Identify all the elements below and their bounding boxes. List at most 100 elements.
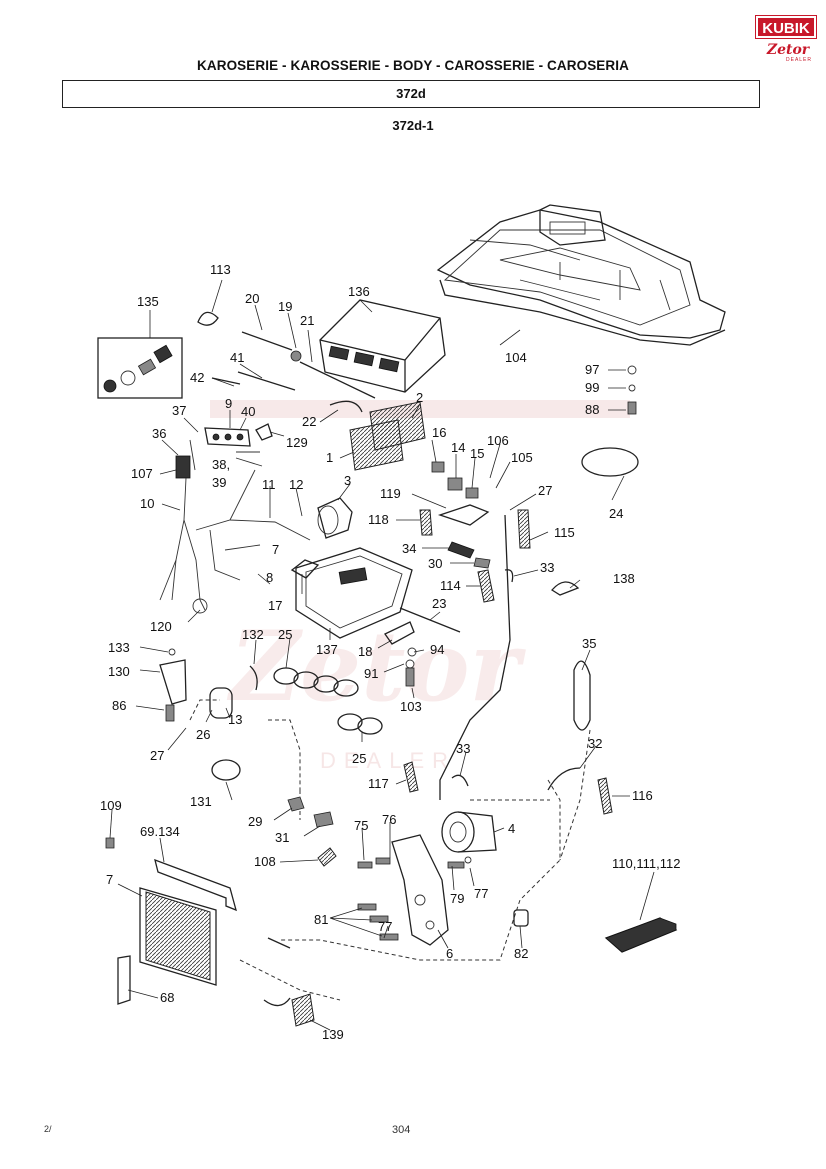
page-number: 304 <box>392 1124 411 1136</box>
callout-7b: 7 <box>106 872 113 887</box>
callout-81: 81 <box>314 912 328 927</box>
callout-130: 130 <box>108 664 130 679</box>
dealer-watermark: Zetor DEALER <box>210 400 630 773</box>
callout-8: 8 <box>266 570 273 585</box>
part-9-control-panel <box>204 427 251 447</box>
part-7-condenser <box>139 887 217 986</box>
logo-brand: KUBIK <box>756 16 816 38</box>
callout-129: 129 <box>286 435 308 450</box>
callout-26: 26 <box>196 727 210 742</box>
part-18-bracket <box>384 621 415 645</box>
dealer-logo: KUBIK Zetor DEALER <box>756 16 816 66</box>
callout-77b: 77 <box>378 919 392 934</box>
callout-106: 106 <box>487 433 509 448</box>
callout-labels: 113 135 20 19 136 21 104 41 42 97 99 88 … <box>100 262 680 1042</box>
callout-1: 1 <box>326 450 333 465</box>
callout-133: 133 <box>108 640 130 655</box>
callout-9: 9 <box>225 396 232 411</box>
callout-139: 139 <box>322 1027 344 1042</box>
part-31-fitting <box>313 811 334 828</box>
part-15-valve <box>465 487 479 499</box>
callout-75: 75 <box>354 818 368 833</box>
pipes-upper <box>211 331 376 413</box>
callout-39: 39 <box>212 475 226 490</box>
callout-17: 17 <box>268 598 282 613</box>
part-138-clip <box>551 581 580 596</box>
callout-31: 31 <box>275 830 289 845</box>
callout-131: 131 <box>190 794 212 809</box>
part-131-clip <box>211 759 241 781</box>
wiring-harness <box>159 439 311 614</box>
watermark-text: Zetor <box>226 610 527 723</box>
callout-18: 18 <box>358 644 372 659</box>
callout-19: 19 <box>278 299 292 314</box>
part-88-bolt <box>627 401 637 415</box>
callout-36: 36 <box>152 426 166 441</box>
logo-sub-brand: Zetor <box>766 42 810 58</box>
part-108-hose <box>317 847 337 867</box>
hose-condenser-lower <box>263 997 291 1007</box>
part-68-bracket <box>117 955 131 1005</box>
callout-103: 103 <box>400 699 422 714</box>
callout-94: 94 <box>430 642 444 657</box>
callout-107: 107 <box>131 466 153 481</box>
part-29-fitting <box>287 796 305 812</box>
part-82-sleeve <box>513 909 529 927</box>
callout-6: 6 <box>446 946 453 961</box>
watermark-tag: DEALER <box>320 748 456 773</box>
callout-35: 35 <box>582 636 596 651</box>
callout-119: 119 <box>380 486 401 501</box>
part-130-bracket <box>159 659 187 705</box>
part-109-screw <box>105 837 115 849</box>
callout-20: 20 <box>245 291 259 306</box>
part-35-belt <box>573 660 591 731</box>
callout-10: 10 <box>140 496 154 511</box>
callout-77a: 77 <box>474 886 488 901</box>
part-129-clip <box>255 423 273 441</box>
callout-27a: 27 <box>538 483 552 498</box>
callout-79: 79 <box>450 891 464 906</box>
part-86-bolt <box>165 704 175 722</box>
callout-108: 108 <box>254 854 276 869</box>
callout-88: 88 <box>585 402 599 417</box>
callout-7a: 7 <box>272 542 279 557</box>
callout-99: 99 <box>585 380 599 395</box>
part-32-hose <box>547 767 581 791</box>
callout-110-111-112: 110,111,112 <box>612 856 680 871</box>
callout-13: 13 <box>228 712 242 727</box>
part-14-valve <box>447 477 463 491</box>
part-33-fitting <box>451 774 469 787</box>
part-116-hose <box>597 777 613 815</box>
part-136-air-duct-box <box>319 299 446 393</box>
part-69-bracket <box>154 858 237 912</box>
group-code-box: 372d <box>62 80 760 108</box>
part-24-seal-ring <box>581 447 639 477</box>
callout-42: 42 <box>190 370 204 385</box>
callout-105: 105 <box>511 450 533 465</box>
callout-97: 97 <box>585 362 599 377</box>
callout-27b: 27 <box>150 748 164 763</box>
callout-41: 41 <box>230 350 244 365</box>
part-117-hose <box>403 761 419 793</box>
part-26-receiver-drier <box>209 687 233 719</box>
callout-14: 14 <box>451 440 465 455</box>
part-137-heater-housing <box>295 547 413 639</box>
part-33-fitting-upper <box>504 569 514 583</box>
callout-115: 115 <box>554 525 575 540</box>
part-6-compressor-bracket <box>391 834 449 946</box>
part-103-bolt <box>405 667 415 687</box>
callout-22: 22 <box>302 414 316 429</box>
logo-tag: DEALER <box>786 57 813 63</box>
part-132-hose <box>249 665 258 691</box>
callout-118: 118 <box>368 512 389 527</box>
part-104-roof-tray <box>436 204 726 346</box>
part-133-nut <box>168 648 176 656</box>
callout-29: 29 <box>248 814 262 829</box>
callout-2: 2 <box>416 390 423 405</box>
part-16-valve <box>431 461 445 473</box>
callout-109: 109 <box>100 798 122 813</box>
corner-mark: 2/ <box>44 1124 52 1134</box>
part-3-blower-motor <box>317 497 353 539</box>
callout-30: 30 <box>428 556 442 571</box>
